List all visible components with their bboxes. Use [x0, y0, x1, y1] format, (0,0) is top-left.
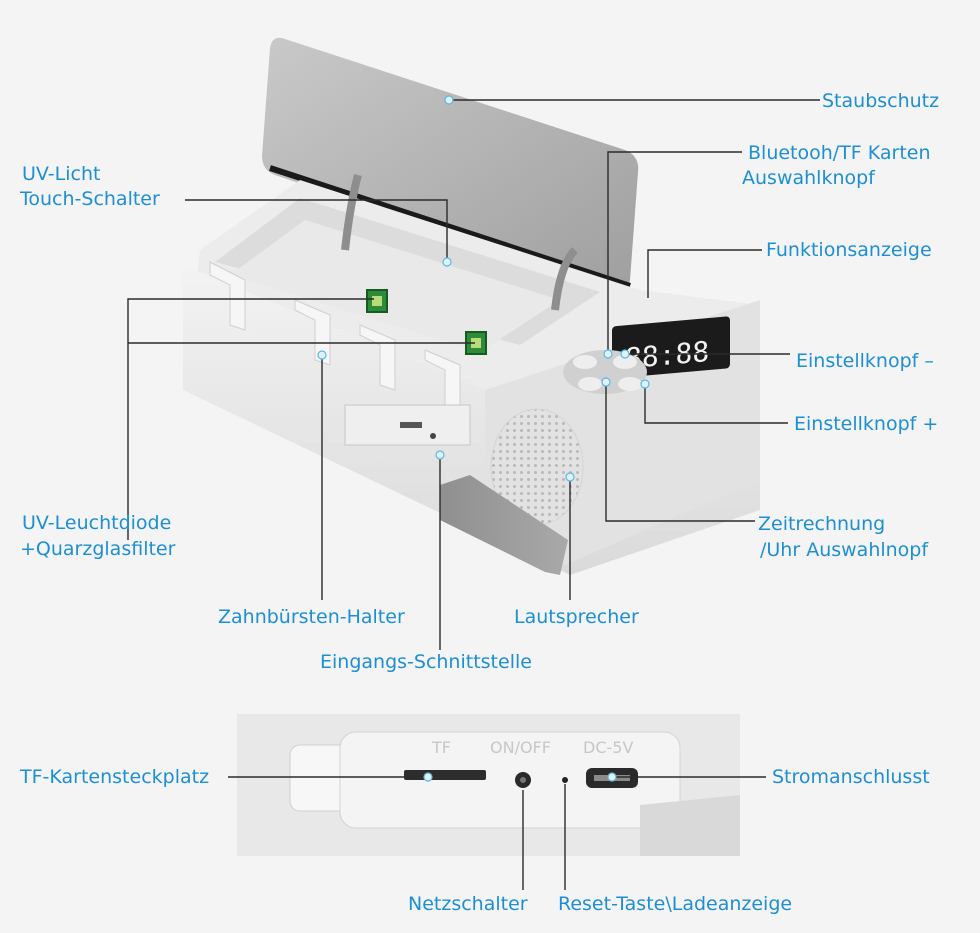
label-lautsprecher: Lautsprecher — [514, 606, 639, 628]
label-einstell-minus: Einstellknopf – — [796, 350, 934, 372]
label-uv-led-line2: +Quarzglasfilter — [20, 538, 176, 560]
label-tf-slot: TF-Kartensteckplatz — [20, 766, 210, 788]
dust-cover-lid — [262, 37, 639, 291]
leader-lines — [127, 99, 820, 890]
panel-mark-dc: DC-5V — [583, 738, 633, 757]
label-staubschutz: Staubschutz — [822, 90, 940, 112]
label-zeit-line1: Zeitrechnung — [758, 513, 886, 535]
label-bluetooth-line2: Auswahlknopf — [742, 167, 875, 189]
label-eingang: Eingangs-Schnittstelle — [320, 651, 532, 673]
label-uv-touch-line2: Touch-Schalter — [20, 188, 160, 210]
label-bluetooth-line1: Bluetooh/TF Karten — [748, 142, 931, 164]
toothbrush-holders — [209, 261, 461, 416]
label-zeit-line2: /Uhr Auswahlnopf — [760, 539, 929, 561]
label-uv-touch-line1: UV-Licht — [22, 163, 101, 185]
label-zahnbuersten: Zahnbürsten-Halter — [218, 606, 405, 628]
port-flap — [440, 475, 568, 575]
label-reset: Reset-Taste\Ladeanzeige — [558, 893, 793, 915]
label-stromanschluss: Stromanschlusst — [772, 766, 930, 788]
label-funktionsanzeige: Funktionsanzeige — [766, 239, 932, 261]
panel-mark-onoff: ON/OFF — [490, 738, 551, 757]
label-uv-led-line1: UV-Leuchtdiode — [22, 512, 172, 534]
label-einstell-plus: Einstellknopf + — [794, 413, 939, 435]
label-netzschalter: Netzschalter — [408, 893, 528, 915]
panel-mark-tf: TF — [431, 738, 451, 757]
anchor-dots — [317, 95, 650, 782]
